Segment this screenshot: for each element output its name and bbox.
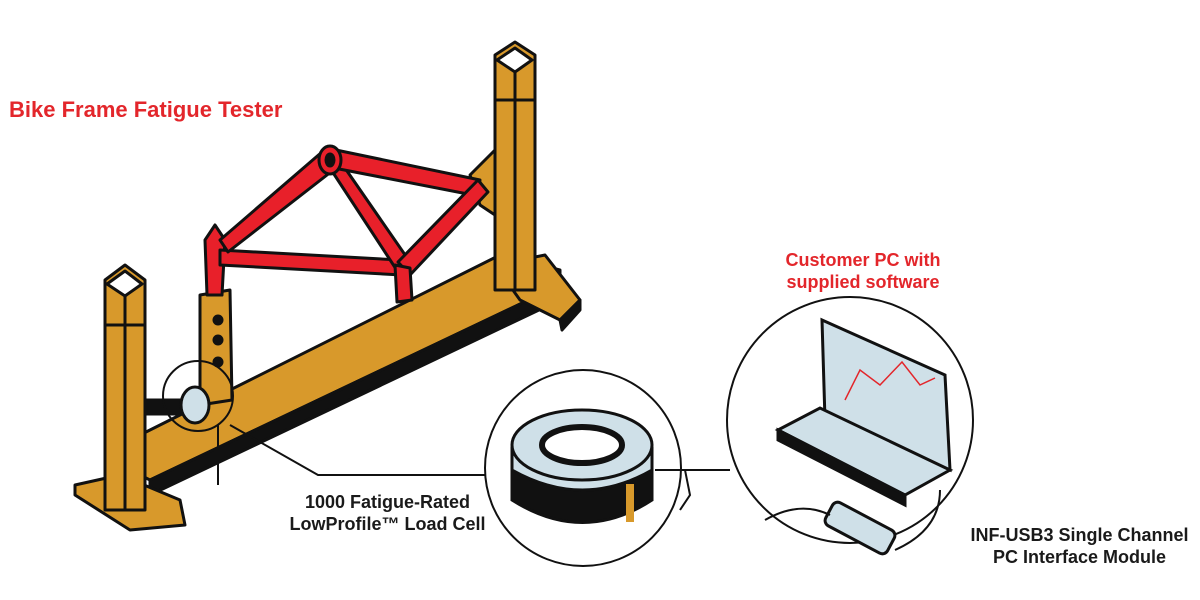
bike-frame: [203, 144, 490, 304]
pc-label-line2: supplied software: [786, 271, 940, 292]
load-cell-label: 1000 Fatigue-Rated LowProfile™ Load Cell: [280, 492, 495, 535]
load-cell-label-line1: 1000 Fatigue-Rated: [304, 492, 471, 512]
test-rig: [73, 40, 582, 532]
diagram-title: Bike Frame Fatigue Tester: [9, 97, 283, 122]
pc-label-line1: Customer PC with: [785, 250, 941, 270]
usb-module: [823, 500, 897, 556]
pc-label: Customer PC with supplied software: [778, 250, 948, 293]
load-cell-label-line2: LowProfile™ Load Cell: [289, 513, 486, 534]
module-label-line1: INF-USB3 Single Channel: [970, 525, 1189, 545]
rig-load-cell: [179, 385, 211, 425]
module-label: INF-USB3 Single Channel PC Interface Mod…: [962, 525, 1197, 568]
module-label-line2: PC Interface Module: [992, 546, 1167, 567]
load-cell-detail: [484, 369, 730, 567]
seat-post-holder: [198, 288, 234, 407]
laptop-detail: [726, 296, 974, 556]
